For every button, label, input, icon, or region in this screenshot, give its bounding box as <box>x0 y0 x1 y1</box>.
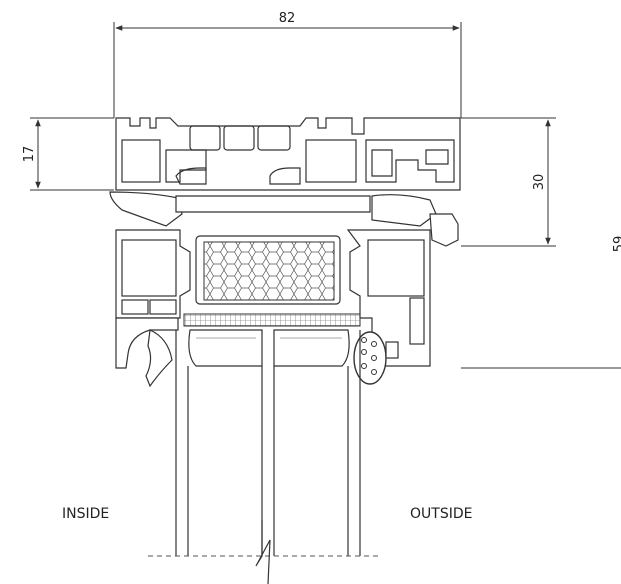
glazing-bead <box>115 317 179 369</box>
dimension-width-label: 82 <box>279 11 296 26</box>
glazing-unit <box>148 330 380 584</box>
dimension-left-height: 17 <box>22 117 114 191</box>
frame-outline <box>115 117 461 191</box>
dimension-right-height: 30 <box>461 117 556 247</box>
frame-profile <box>115 117 461 191</box>
glass-spacer <box>183 313 361 367</box>
gasket-outer-seal <box>429 213 459 247</box>
break-symbol <box>255 520 271 584</box>
frame-chamber-right <box>365 139 455 183</box>
dimension-left-label: 17 <box>22 146 37 163</box>
gasket-strip <box>109 191 459 247</box>
outer-seal <box>353 331 399 385</box>
honeycomb-foam <box>203 241 335 301</box>
dimension-total-height: 59 <box>461 236 621 369</box>
seal-clip <box>385 341 399 359</box>
spacer-left <box>188 329 263 367</box>
bead-clip <box>145 329 173 388</box>
dimension-right-label: 30 <box>532 174 547 191</box>
bubble-gasket <box>353 331 387 385</box>
dimension-total-label: 59 <box>612 236 621 253</box>
label-inside: INSIDE <box>62 506 109 522</box>
frame-chamber-left <box>121 139 161 183</box>
sash-left <box>115 229 191 319</box>
gasket-left <box>109 191 183 227</box>
dimension-width: 82 <box>113 11 462 118</box>
label-outside: OUTSIDE <box>410 506 472 522</box>
frame-chamber-mid <box>305 139 357 183</box>
spacer-grid <box>183 313 361 327</box>
sash-profile <box>115 229 431 388</box>
sash-left-chamber <box>121 239 177 297</box>
sash-right-chamber <box>367 239 425 297</box>
insulation-core <box>195 235 341 305</box>
spacer-right <box>273 329 350 367</box>
gasket-right <box>371 194 437 227</box>
